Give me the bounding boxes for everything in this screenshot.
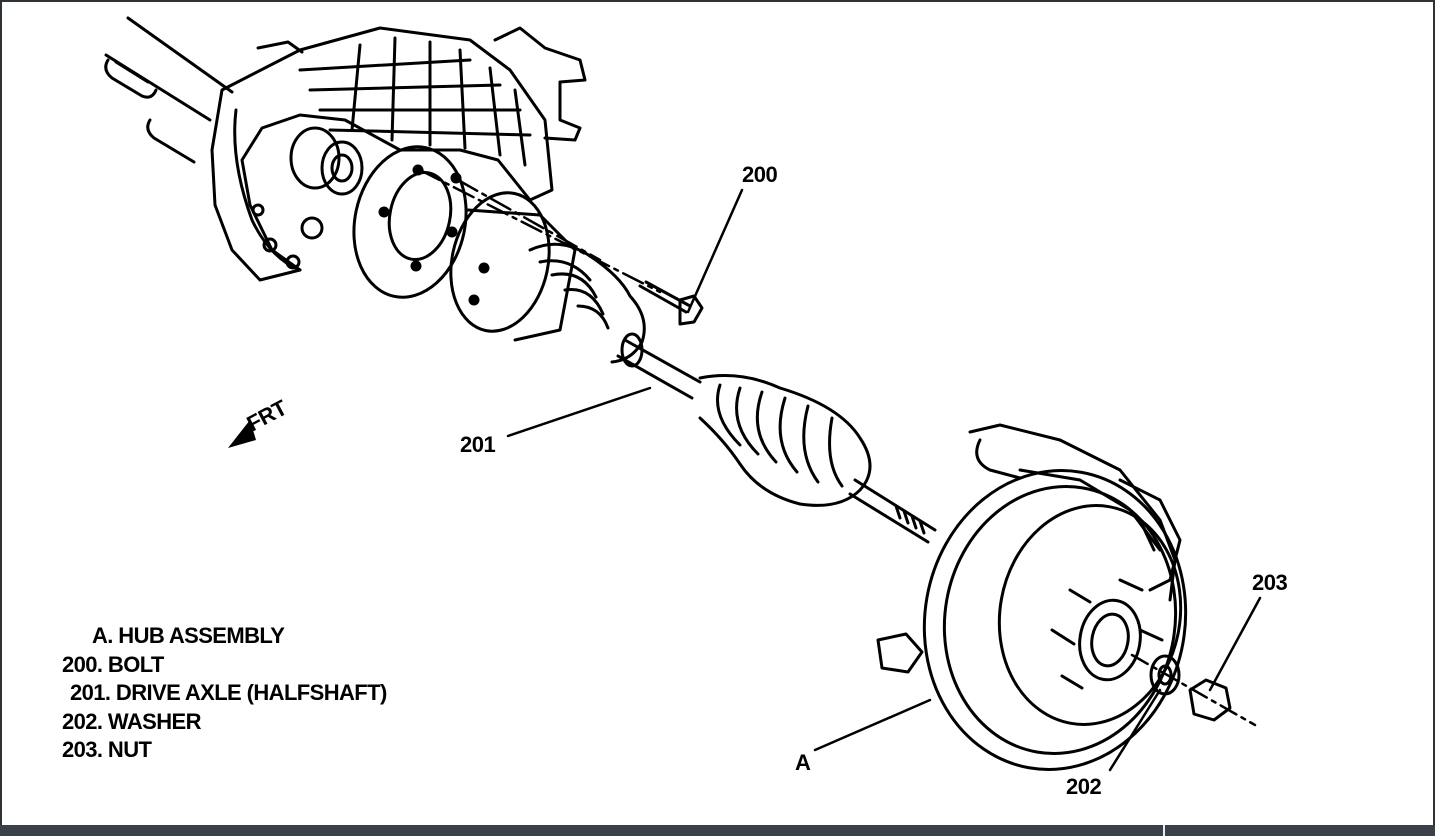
- callout-202: 202: [1066, 774, 1101, 799]
- parts-legend: A. HUB ASSEMBLY 200. BOLT 201. DRIVE AXL…: [62, 622, 387, 765]
- nut-203: [1188, 678, 1232, 722]
- inner-flange: [352, 145, 468, 299]
- front-direction-indicator: FRT: [228, 394, 292, 448]
- legend-item-nut: 203. NUT: [62, 737, 152, 762]
- halfshaft: [616, 332, 937, 544]
- leader-200: [686, 188, 744, 314]
- legend-item-bolt: 200. BOLT: [62, 651, 164, 677]
- legend-item-hub: A. HUB ASSEMBLY: [92, 623, 285, 648]
- bottom-toolbar: [0, 825, 1435, 836]
- hub-assembly: [876, 423, 1188, 771]
- callout-201: 201: [460, 432, 495, 457]
- leader-a: [813, 698, 932, 752]
- differential-housing: [104, 16, 587, 282]
- callout-a: A: [795, 750, 811, 775]
- callout-203: 203: [1252, 570, 1287, 595]
- leader-201: [506, 386, 652, 438]
- leader-202: [1108, 688, 1162, 772]
- leader-203: [1208, 596, 1262, 692]
- legend-item-drive-axle: 201. DRIVE AXLE (HALFSHAFT): [70, 680, 387, 705]
- inner-cv-joint: [449, 191, 646, 364]
- front-arrow-icon: [228, 420, 256, 448]
- callout-200: 200: [742, 162, 777, 187]
- toolbar-divider: [1163, 825, 1165, 836]
- washer-202: [1149, 654, 1181, 696]
- front-direction-label: FRT: [243, 394, 292, 436]
- bolt-200: [638, 280, 704, 326]
- legend-item-washer: 202. WASHER: [62, 708, 202, 734]
